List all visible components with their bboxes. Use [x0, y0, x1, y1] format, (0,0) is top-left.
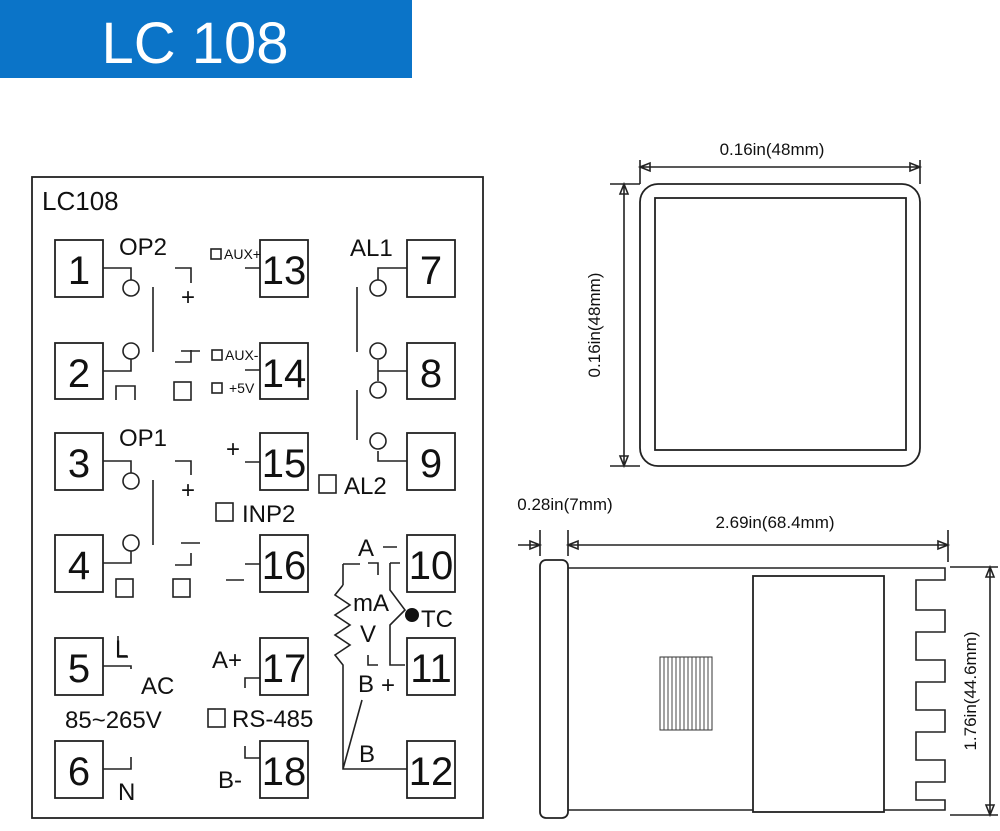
body-height-dim: 1.76in(44.6mm) [961, 631, 980, 750]
plus5v-label: +5V [229, 380, 255, 396]
grille [659, 656, 713, 731]
side-view: 0.28in(7mm) 2.69in(68.4mm) 1.76in(44.6mm… [517, 495, 998, 819]
al1-label: AL1 [350, 235, 393, 262]
b-label: B [359, 741, 375, 768]
v-label: V [360, 621, 376, 648]
b-plus-label: B [358, 671, 374, 698]
aux-plus-label: AUX+ [224, 246, 261, 262]
front-view: 0.16in(48mm) 0.16in(48mm) [585, 140, 923, 469]
terminal-7: 7 [420, 249, 442, 293]
terminal-15: 15 [262, 442, 307, 486]
terminal-13: 13 [262, 249, 307, 293]
bezel-depth-dim: 0.28in(7mm) [517, 495, 612, 514]
terminal-4: 4 [68, 544, 90, 588]
terminal-17: 17 [262, 647, 307, 691]
a-label: A [358, 535, 374, 562]
terminal-5: 5 [68, 647, 90, 691]
front-height-dim: 0.16in(48mm) [585, 273, 604, 378]
banner-title: LC 108 [101, 11, 288, 76]
op1-plus-label: + [181, 477, 195, 504]
voltage-label: 85~265V [65, 707, 162, 734]
op2-label: OP2 [119, 234, 167, 261]
front-width-dim: 0.16in(48mm) [720, 140, 825, 159]
terminal-2: 2 [68, 352, 90, 396]
inp2-plus-label: + [226, 436, 240, 463]
terminal-1: 1 [68, 249, 90, 293]
terminal-12: 12 [409, 750, 454, 794]
title-banner [0, 0, 412, 78]
terminal-column-middle: 13 14 15 16 17 18 [259, 239, 309, 799]
terminal-18: 18 [262, 750, 307, 794]
model-label: LC108 [42, 186, 119, 216]
tc-label: TC [421, 606, 453, 633]
wiring-diagram: LC108 1 2 3 4 5 6 7 8 9 10 11 12 13 14 1… [31, 176, 484, 819]
terminal-3: 3 [68, 442, 90, 486]
terminal-11: 11 [410, 647, 452, 691]
terminal-8: 8 [420, 352, 442, 396]
op2-plus-label: + [181, 284, 195, 311]
ma-label: mA [353, 590, 389, 617]
a-plus-label: A+ [212, 647, 242, 674]
terminal-14: 14 [262, 352, 307, 396]
ac-label: AC [141, 673, 174, 700]
terminal-9: 9 [420, 442, 442, 486]
op1-label: OP1 [119, 425, 167, 452]
terminal-16: 16 [262, 544, 307, 588]
al2-label: AL2 [344, 473, 387, 500]
tc-plus-label: + [381, 672, 395, 699]
n-label: N [118, 779, 135, 806]
terminal-6: 6 [68, 750, 90, 794]
body-depth-dim: 2.69in(68.4mm) [715, 513, 834, 532]
l-label: L [115, 636, 128, 663]
aux-minus-label: AUX- [225, 347, 259, 363]
terminal-column-right: 7 8 9 10 11 12 [406, 239, 456, 799]
rs485-label: RS-485 [232, 706, 313, 733]
inp2-label: INP2 [242, 501, 295, 528]
b-minus-label: B- [218, 767, 242, 794]
terminal-10: 10 [409, 544, 454, 588]
